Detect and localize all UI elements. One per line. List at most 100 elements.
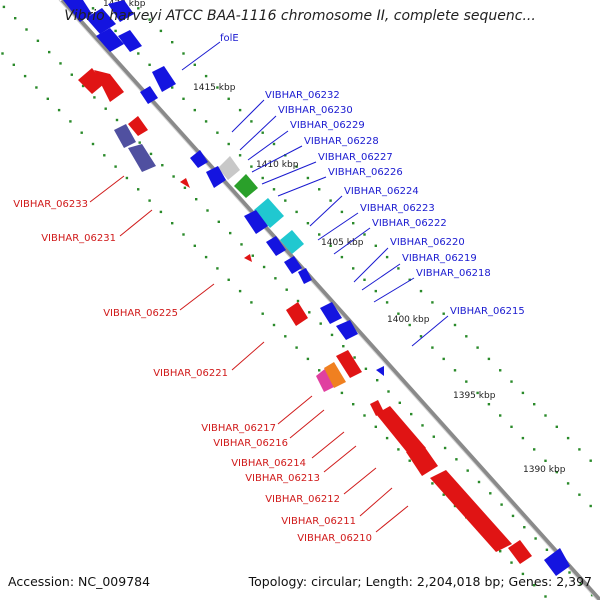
- gene-label-VIBHAR_06216[interactable]: VIBHAR_06216: [213, 438, 288, 449]
- label-leaders: [89, 41, 449, 533]
- gene-VIBHAR_06214[interactable]: [336, 350, 362, 378]
- scale-tick-34: [385, 436, 389, 440]
- gene-forward-e[interactable]: [152, 66, 176, 92]
- gene-forward-k[interactable]: [284, 256, 302, 274]
- scale-tick-48: [544, 595, 547, 598]
- scale-tick-157: [238, 108, 242, 112]
- gene-label-VIBHAR_06215[interactable]: VIBHAR_06215: [450, 306, 525, 317]
- scale-tick-23: [261, 312, 264, 315]
- gene-reverse-a[interactable]: [78, 68, 104, 94]
- scale-tick-58: [104, 107, 107, 110]
- gene-VIBHAR_06217[interactable]: [316, 368, 336, 392]
- gene-reverse-b[interactable]: [94, 70, 124, 102]
- gene-forward-bottom[interactable]: [544, 548, 570, 576]
- gene-VIBHAR_06212[interactable]: [376, 406, 426, 456]
- scale-tick-143: [555, 470, 558, 474]
- scale-tick-33: [374, 425, 377, 428]
- gene-label-VIBHAR_06228[interactable]: VIBHAR_06228: [304, 136, 379, 147]
- scale-tick-135: [465, 380, 468, 383]
- gene-label-VIBHAR_06211[interactable]: VIBHAR_06211: [281, 516, 356, 527]
- scale-tick-77: [319, 322, 322, 325]
- gene-forward-top-a[interactable]: [63, 0, 92, 22]
- gene-VIBHAR_06221[interactable]: [286, 302, 308, 326]
- scale-tick-117: [261, 176, 264, 180]
- gene-label-VIBHAR_06213[interactable]: VIBHAR_06213: [245, 473, 320, 484]
- gene-VIBHAR_06233[interactable]: [180, 178, 190, 188]
- gene-VIBHAR_06226[interactable]: [254, 198, 284, 228]
- gene-forward-g[interactable]: [190, 150, 208, 168]
- scale-tick-7: [80, 131, 83, 134]
- gene-label-folE[interactable]: folE: [220, 33, 239, 44]
- gene-forward-n[interactable]: [336, 320, 358, 340]
- gene-label-VIBHAR_06222[interactable]: VIBHAR_06222: [372, 218, 447, 229]
- scale-tick-1: [12, 63, 15, 66]
- scale-tick-136: [476, 391, 479, 395]
- gene-VIBHAR_06225[interactable]: [244, 254, 252, 262]
- scale-tick-115: [238, 154, 242, 157]
- gene-forward-top-c[interactable]: [108, 0, 134, 22]
- scale-label-1405: 1405 kbp: [321, 238, 364, 248]
- gene-reverse-bottom[interactable]: [508, 540, 532, 564]
- scale-tick-96: [534, 537, 537, 540]
- scale-tick-47: [533, 584, 536, 587]
- gene-VIBHAR_06210[interactable]: [430, 470, 512, 552]
- gene-forward-f[interactable]: [140, 86, 158, 104]
- gene-label-VIBHAR_06224[interactable]: VIBHAR_06224: [344, 186, 419, 197]
- gene-label-VIBHAR_06220[interactable]: VIBHAR_06220: [390, 237, 465, 248]
- scale-tick-107: [148, 63, 151, 66]
- leader-VIBHAR_06232: [231, 99, 265, 133]
- gene-VIBHAR_06230[interactable]: [218, 156, 240, 180]
- gene-label-VIBHAR_06229[interactable]: VIBHAR_06229: [290, 120, 365, 131]
- scale-tick-78: [330, 333, 334, 337]
- gene-purple-b[interactable]: [128, 144, 156, 172]
- gene-VIBHAR_06224[interactable]: [280, 230, 304, 254]
- scale-label-1400: 1400 kbp: [387, 315, 430, 325]
- gene-label-VIBHAR_06217[interactable]: VIBHAR_06217: [201, 423, 276, 434]
- scale-tick-138: [499, 414, 502, 417]
- gene-VIBHAR_06229[interactable]: [234, 174, 258, 198]
- gene-VIBHAR_06216[interactable]: [324, 362, 346, 388]
- gene-label-VIBHAR_06219[interactable]: VIBHAR_06219: [402, 253, 477, 264]
- scale-tick-63: [161, 164, 164, 167]
- scale-tick-92: [489, 492, 492, 495]
- gene-label-VIBHAR_06227[interactable]: VIBHAR_06227: [318, 152, 393, 163]
- scale-tick-30: [340, 391, 344, 395]
- gene-forward-m[interactable]: [320, 302, 342, 324]
- scale-tick-164: [318, 188, 321, 191]
- gene-label-VIBHAR_06225[interactable]: VIBHAR_06225: [103, 308, 178, 319]
- scale-tick-13: [148, 199, 151, 202]
- gene-label-VIBHAR_06226[interactable]: VIBHAR_06226: [328, 167, 403, 178]
- scale-tick-59: [115, 118, 119, 122]
- gene-forward-j[interactable]: [266, 236, 286, 256]
- gene-label-VIBHAR_06232[interactable]: VIBHAR_06232: [265, 90, 340, 101]
- gene-label-VIBHAR_06214[interactable]: VIBHAR_06214: [231, 458, 306, 469]
- gene-folE[interactable]: [118, 30, 142, 52]
- gene-VIBHAR_06211[interactable]: [406, 446, 438, 476]
- leader-VIBHAR_06221: [231, 341, 265, 371]
- gene-forward-i[interactable]: [244, 210, 268, 234]
- gene-reverse-c[interactable]: [128, 116, 148, 136]
- scale-tick-142: [544, 459, 547, 462]
- scale-tick-132: [431, 346, 434, 349]
- gene-purple-a[interactable]: [114, 124, 136, 148]
- scale-tick-160: [272, 142, 276, 146]
- gene-label-VIBHAR_06212[interactable]: VIBHAR_06212: [265, 494, 340, 505]
- gene-label-VIBHAR_06223[interactable]: VIBHAR_06223: [360, 203, 435, 214]
- gene-forward-l[interactable]: [298, 268, 312, 284]
- scale-tick-4: [46, 97, 49, 100]
- gene-label-VIBHAR_06218[interactable]: VIBHAR_06218: [416, 268, 491, 279]
- gene-forward-h[interactable]: [206, 166, 226, 188]
- gene-forward-top-b[interactable]: [86, 8, 116, 34]
- gene-label-VIBHAR_06210[interactable]: VIBHAR_06210: [297, 533, 372, 544]
- scale-tick-187: [578, 448, 581, 451]
- gene-label-VIBHAR_06231[interactable]: VIBHAR_06231: [41, 233, 116, 244]
- gene-forward-top-d[interactable]: [96, 28, 124, 52]
- gene-VIBHAR_06215[interactable]: [376, 366, 384, 376]
- scale-tick-149: [148, 18, 151, 21]
- gene-label-VIBHAR_06233[interactable]: VIBHAR_06233: [13, 199, 88, 210]
- gene-label-VIBHAR_06230[interactable]: VIBHAR_06230: [278, 105, 353, 116]
- gene-label-VIBHAR_06221[interactable]: VIBHAR_06221: [153, 368, 228, 379]
- scale-tick-153: [193, 63, 196, 66]
- scale-tick-123: [329, 244, 332, 247]
